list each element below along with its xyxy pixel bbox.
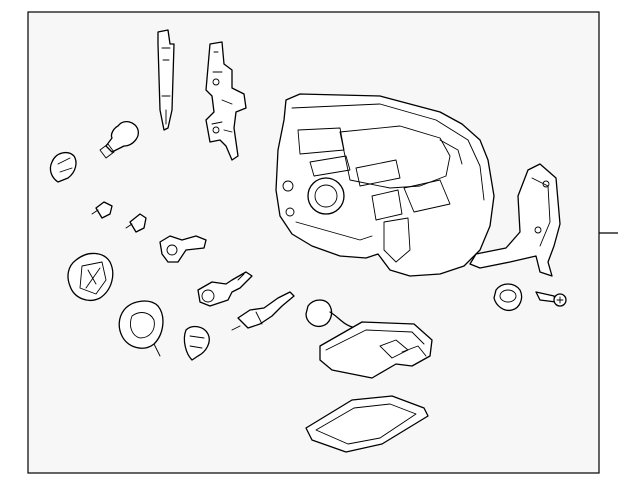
bulb-socket-left: [49, 151, 77, 183]
dust-cap-large: [67, 252, 114, 301]
grommet: [493, 283, 523, 312]
hid-bulb: [197, 271, 253, 307]
halogen-bulb: [231, 291, 295, 331]
ballast-module: [319, 321, 433, 379]
headlamp-housing: [275, 93, 495, 277]
small-wedge-bulb-2: [125, 213, 147, 233]
bulb-socket-lower: [183, 325, 210, 361]
turn-signal-bulb: [99, 120, 139, 159]
mounting-bolt: [535, 291, 567, 307]
dust-cap-round: [118, 300, 164, 357]
mounting-bracket-right: [469, 163, 561, 277]
small-wedge-bulb-1: [91, 201, 113, 219]
adjuster-tool: [157, 29, 175, 131]
ballast-cover: [305, 395, 429, 453]
mounting-bracket-left: [205, 41, 247, 161]
bulb-socket-small: [159, 235, 207, 263]
